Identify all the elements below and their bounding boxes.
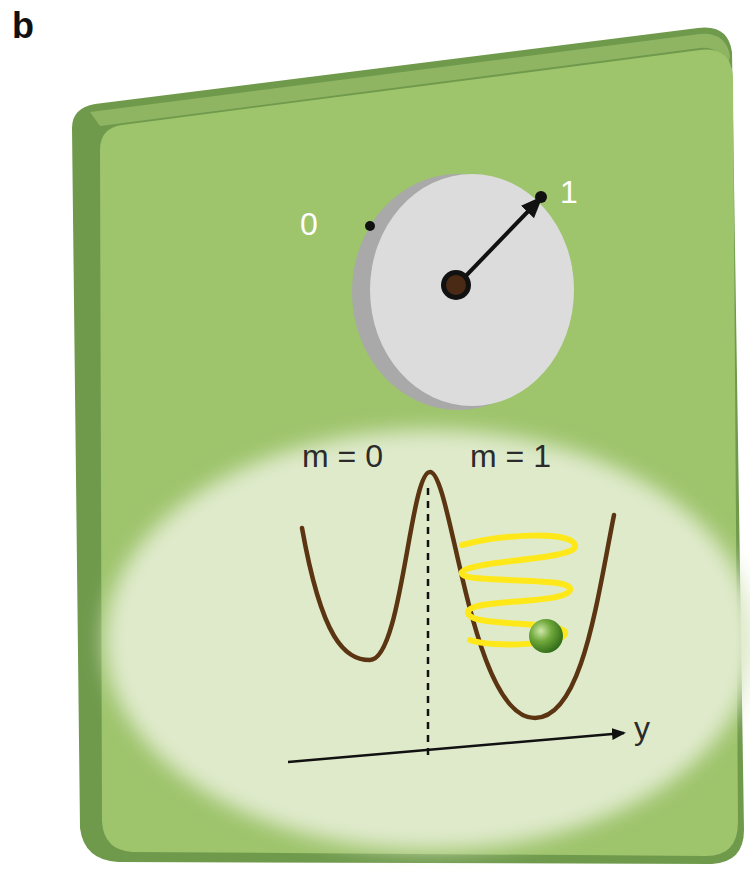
state-label: m = 0 (302, 440, 383, 472)
dial-face (370, 174, 574, 406)
state-label: m = 1 (470, 440, 551, 472)
dial-pointer (458, 199, 540, 284)
y-axis (288, 733, 624, 762)
dial-dot (365, 221, 375, 231)
particle-ball (529, 619, 563, 653)
panel-letter: b (12, 8, 34, 44)
dial-label: 0 (300, 208, 318, 240)
dial-hub (446, 275, 466, 295)
double-well-potential (302, 472, 614, 718)
barrier-line (427, 488, 430, 756)
dial-label: 1 (560, 176, 578, 208)
dial-hub (441, 270, 471, 300)
axis-label: y (634, 712, 650, 744)
light-region (105, 430, 750, 850)
